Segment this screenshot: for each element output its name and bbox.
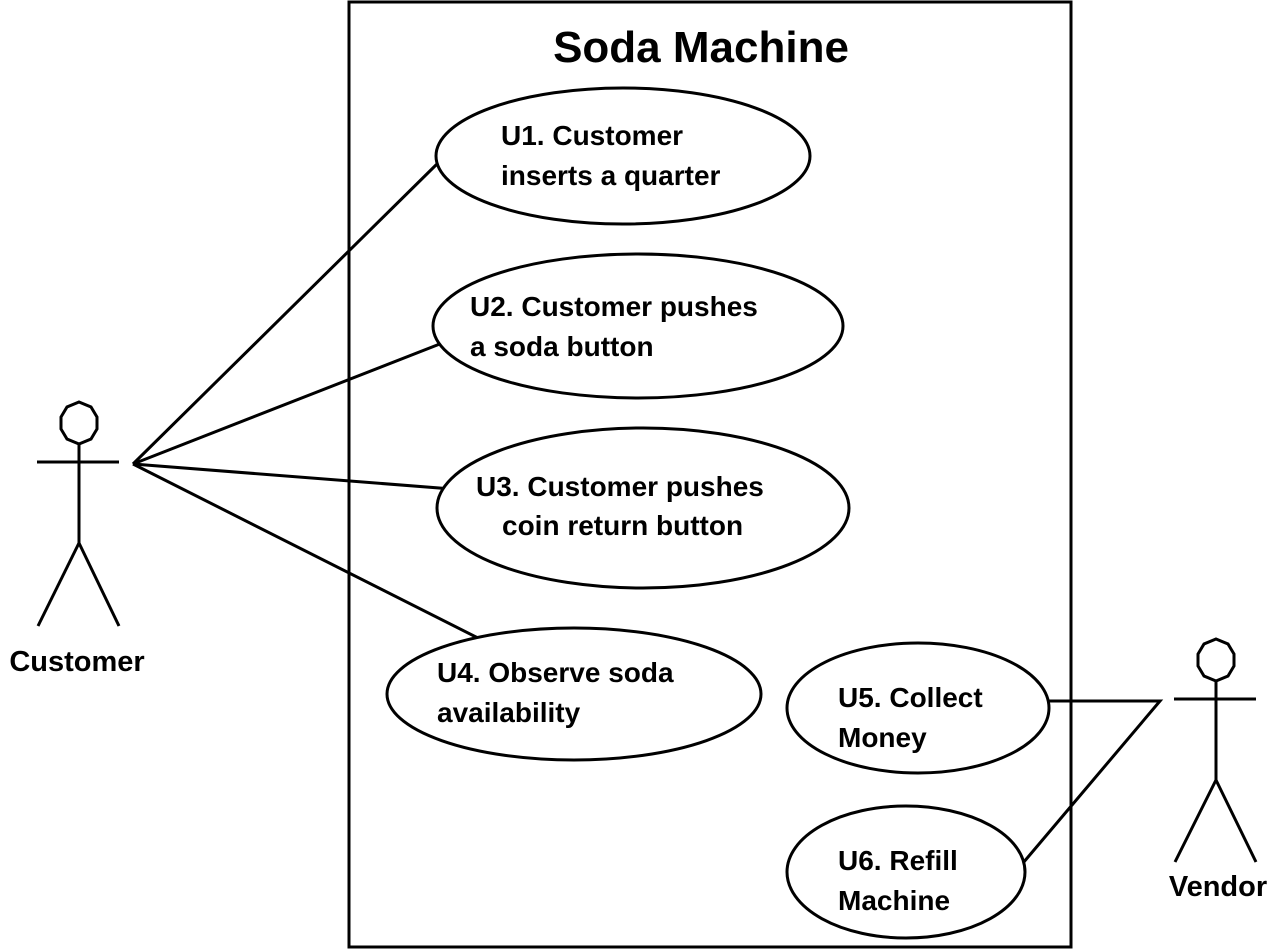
use-case-u5[interactable]: U5. Collect Money <box>785 641 1051 775</box>
use-case-u4[interactable]: U4. Observe soda availability <box>385 626 763 762</box>
association-customer-u4 <box>132 462 479 640</box>
actor-vendor[interactable]: Vendor <box>1169 637 1267 903</box>
use-case-u3-line-2: coin return button <box>502 510 743 541</box>
use-case-u5-ellipse <box>785 641 1051 775</box>
use-case-u6-line-1: U6. Refill <box>838 845 958 876</box>
use-case-u6-line-2: Machine <box>838 885 950 916</box>
actor-customer-left-leg <box>36 542 81 627</box>
use-case-u5-line-1: U5. Collect <box>838 682 983 713</box>
use-case-u6-ellipse <box>785 804 1027 940</box>
use-case-u1-line-2: inserts a quarter <box>501 160 721 191</box>
use-case-u6[interactable]: U6. Refill Machine <box>785 804 1027 940</box>
actor-vendor-right-leg <box>1214 779 1258 863</box>
use-case-u4-line-2: availability <box>437 697 581 728</box>
actor-customer[interactable]: Customer <box>9 400 145 678</box>
use-case-u2-line-2: a soda button <box>470 331 654 362</box>
use-case-u2-line-1: U2. Customer pushes <box>470 291 758 322</box>
associations <box>131 161 1164 864</box>
use-case-u1-ellipse <box>434 86 812 226</box>
use-case-u4-ellipse <box>385 626 763 762</box>
use-case-u1-line-1: U1. Customer <box>501 120 683 151</box>
actor-vendor-head <box>1196 637 1236 683</box>
actor-customer-right-leg <box>77 542 121 627</box>
association-vendor-u5-u6 <box>1021 699 1164 864</box>
association-customer-u1 <box>131 161 440 466</box>
use-case-u3[interactable]: U3. Customer pushes coin return button <box>435 426 851 590</box>
use-case-u4-line-1: U4. Observe soda <box>437 657 674 688</box>
use-case-u3-ellipse <box>435 426 851 590</box>
association-customer-u3 <box>132 462 453 491</box>
use-case-u2-ellipse <box>431 252 845 400</box>
use-case-u2[interactable]: U2. Customer pushes a soda button <box>431 252 845 400</box>
use-case-u5-line-2: Money <box>838 722 927 753</box>
system-title: Soda Machine <box>553 23 849 72</box>
use-case-u1[interactable]: U1. Customer inserts a quarter <box>434 86 812 226</box>
system-boundary <box>347 0 1073 949</box>
use-case-u3-line-1: U3. Customer pushes <box>476 471 764 502</box>
actor-customer-label: Customer <box>9 646 144 678</box>
actor-vendor-label: Vendor <box>1169 871 1267 903</box>
actor-vendor-left-leg <box>1173 779 1218 863</box>
association-customer-u2 <box>132 338 451 466</box>
actor-customer-head <box>59 400 99 446</box>
